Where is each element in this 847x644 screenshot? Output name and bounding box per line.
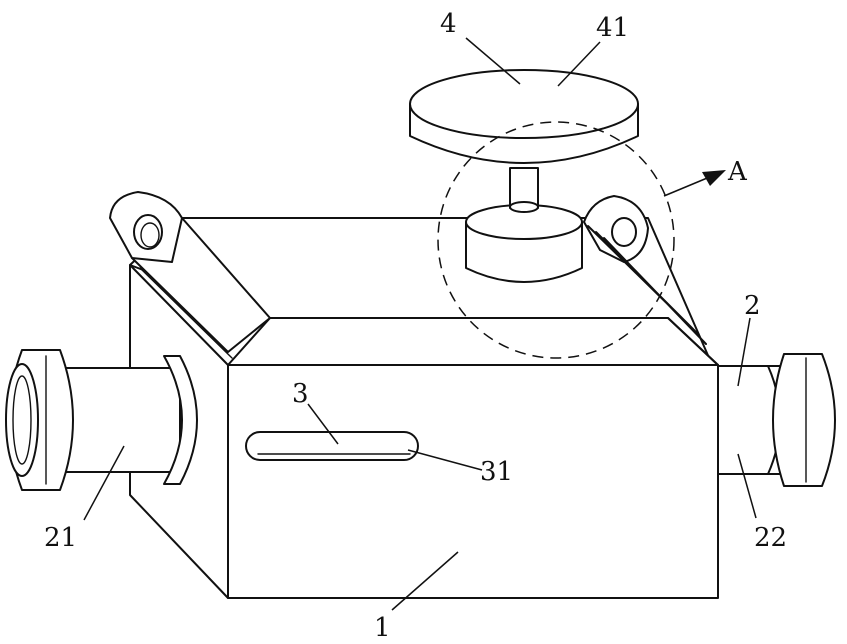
right-port-cap xyxy=(773,354,835,486)
knob-cap-top xyxy=(410,70,638,138)
label-inlet-port: 21 xyxy=(44,523,77,553)
label-body: 1 xyxy=(374,613,391,643)
label-knob: 4 xyxy=(440,9,457,39)
knob-stem-foot xyxy=(510,202,538,212)
detail-arrow-line xyxy=(664,176,712,196)
label-slot: 3 xyxy=(292,379,309,409)
left-bracket-hole xyxy=(134,215,162,249)
left-port xyxy=(6,350,197,490)
left-port-tube xyxy=(66,368,180,472)
left-port-opening xyxy=(6,364,38,476)
detail-arrow-head xyxy=(702,170,726,186)
label-knob-cap: 41 xyxy=(596,13,629,43)
right-bracket-hole xyxy=(612,218,636,246)
label-connector: 2 xyxy=(744,291,761,321)
right-port xyxy=(718,354,835,486)
right-port-tube xyxy=(718,366,776,474)
label-slot-window: 31 xyxy=(480,457,513,487)
label-outlet-port: 22 xyxy=(754,523,787,553)
label-detail-view: A xyxy=(727,157,748,187)
